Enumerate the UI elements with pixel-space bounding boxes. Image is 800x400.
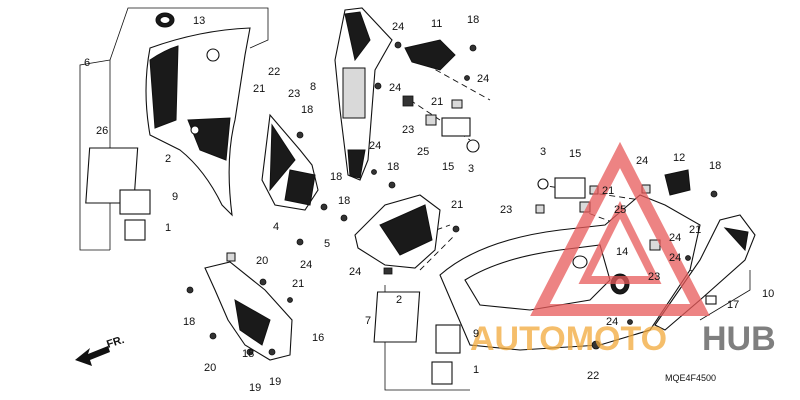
part-label: 12 bbox=[673, 152, 685, 164]
part-label: 18 bbox=[709, 160, 721, 172]
part-panel-5 bbox=[354, 194, 460, 275]
part-label: 10 bbox=[762, 288, 774, 300]
part-center-bracket bbox=[334, 7, 393, 181]
watermark: AUTOMOTO HUB bbox=[470, 141, 776, 358]
part-label: 19 bbox=[249, 382, 261, 394]
part-label: 18 bbox=[330, 171, 342, 183]
part-label: 25 bbox=[417, 146, 429, 158]
part-label: 17 bbox=[727, 299, 739, 311]
watermark-word-1: AUTOMOTO bbox=[470, 320, 667, 358]
part-label: 21 bbox=[431, 96, 443, 108]
part-label: 1 bbox=[473, 364, 479, 376]
part-label: 21 bbox=[292, 278, 304, 290]
part-label: 13 bbox=[193, 15, 205, 27]
part-label: 6 bbox=[84, 57, 90, 69]
part-panel-4 bbox=[261, 113, 396, 246]
part-label: 23 bbox=[402, 124, 414, 136]
part-clips-center bbox=[296, 95, 480, 153]
part-right-strip bbox=[627, 190, 756, 331]
part-label: 24 bbox=[636, 155, 648, 167]
watermark-word-2: HUB bbox=[702, 320, 776, 358]
part-label: 22 bbox=[268, 66, 280, 78]
part-label: 4 bbox=[273, 221, 279, 233]
front-direction-indicator: FR. bbox=[75, 334, 126, 366]
part-label: 18 bbox=[387, 161, 399, 173]
part-lower-bracket bbox=[186, 252, 293, 361]
part-label: 9 bbox=[473, 328, 479, 340]
part-label: 18 bbox=[183, 316, 195, 328]
part-label: 24 bbox=[369, 140, 381, 152]
part-label: 24 bbox=[669, 252, 681, 264]
part-label: 7 bbox=[365, 315, 371, 327]
part-inner-cowl-upper bbox=[145, 12, 251, 217]
part-label: 21 bbox=[602, 185, 614, 197]
diagram-code: MQE4F4500 bbox=[665, 373, 716, 383]
watermark-triangle-inner bbox=[578, 201, 662, 284]
part-stickers-lower bbox=[373, 291, 601, 385]
part-label: 20 bbox=[204, 362, 216, 374]
part-label: 23 bbox=[288, 88, 300, 100]
part-label: 11 bbox=[431, 18, 442, 30]
part-stickers-left bbox=[85, 147, 151, 241]
part-label: 5 bbox=[324, 238, 330, 250]
part-label: 14 bbox=[616, 246, 628, 258]
part-label: 23 bbox=[648, 271, 660, 283]
part-label: 19 bbox=[269, 376, 281, 388]
part-label: 18 bbox=[467, 14, 479, 26]
part-label: 21 bbox=[451, 199, 463, 211]
part-label: 3 bbox=[540, 146, 546, 158]
arrow-icon bbox=[75, 346, 110, 366]
part-label: 18 bbox=[242, 348, 254, 360]
part-label: 20 bbox=[256, 255, 268, 267]
part-label: 21 bbox=[253, 83, 265, 95]
part-label: 18 bbox=[301, 104, 313, 116]
part-label: 21 bbox=[689, 224, 701, 236]
part-label: 24 bbox=[300, 259, 312, 271]
part-bracket-11 bbox=[374, 39, 477, 90]
part-label: 23 bbox=[500, 204, 512, 216]
part-label: 26 bbox=[96, 125, 108, 137]
part-label: 8 bbox=[310, 81, 316, 93]
part-label: 24 bbox=[477, 73, 489, 85]
part-label: 24 bbox=[392, 21, 404, 33]
part-label: 3 bbox=[468, 163, 474, 175]
part-label: 2 bbox=[396, 294, 402, 306]
part-label: 1 bbox=[165, 222, 171, 234]
part-label: 9 bbox=[172, 191, 178, 203]
part-label: 25 bbox=[614, 204, 626, 216]
part-label: 24 bbox=[669, 232, 681, 244]
part-label: 24 bbox=[389, 82, 401, 94]
part-label: 24 bbox=[349, 266, 361, 278]
watermark-triangle bbox=[530, 141, 710, 316]
part-label: 15 bbox=[569, 148, 581, 160]
part-labels: 13 6 22 23 24 11 18 8 24 24 21 18 26 2 9… bbox=[84, 14, 774, 394]
part-label: 22 bbox=[587, 370, 599, 382]
part-label: 2 bbox=[165, 153, 171, 165]
part-clips-right bbox=[535, 169, 691, 214]
part-label: 24 bbox=[606, 316, 618, 328]
part-label: 18 bbox=[338, 195, 350, 207]
part-label: 15 bbox=[442, 161, 454, 173]
direction-label: FR. bbox=[105, 334, 126, 351]
part-label: 16 bbox=[312, 332, 324, 344]
